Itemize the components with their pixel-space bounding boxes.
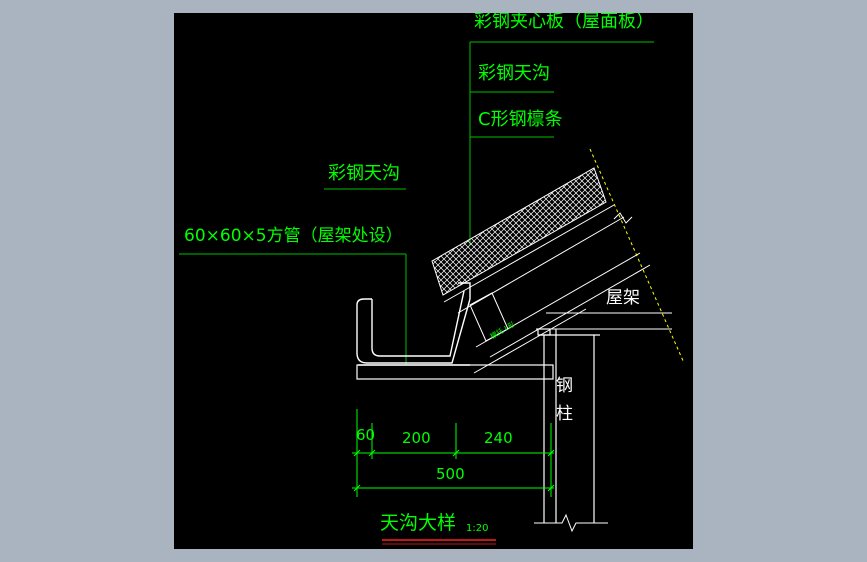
label-square-tube: 60×60×5方管（屋架处设） — [184, 226, 403, 246]
dim-240: 240 — [484, 429, 513, 447]
gutter-detail-drawing: 60 200 240 500 彩钢夹心板（屋面板） 彩钢天沟 C形钢檩条 彩钢天… — [179, 13, 685, 545]
label-gutter-left: 彩钢天沟 — [328, 163, 400, 184]
roof-sandwich-panel — [431, 167, 625, 314]
gutter-profile — [356, 282, 471, 366]
label-column-1: 钢 — [556, 376, 573, 396]
drawing-scale: 1:20 — [466, 523, 488, 534]
drawing-title: 天沟大样 — [380, 512, 456, 534]
steel-column — [537, 328, 600, 523]
break-symbol-column — [534, 513, 608, 533]
label-leader-lines — [179, 41, 654, 365]
roof-cut-line — [589, 148, 685, 364]
label-small-note: 檩托 L形 — [489, 319, 517, 340]
label-gutter-top: 彩钢天沟 — [478, 63, 550, 84]
label-sandwich-panel: 彩钢夹心板（屋面板） — [474, 13, 654, 32]
square-tube — [356, 364, 554, 380]
dim-60: 60 — [356, 426, 375, 444]
dimension-lines — [352, 409, 555, 497]
label-roof-truss: 屋架 — [606, 288, 640, 308]
dim-500: 500 — [436, 465, 465, 483]
purlin-and-truss — [469, 252, 672, 374]
label-c-purlin: C形钢檩条 — [478, 109, 563, 130]
drawing-viewport[interactable]: 60 200 240 500 彩钢夹心板（屋面板） 彩钢天沟 C形钢檩条 彩钢天… — [174, 13, 693, 549]
dim-200: 200 — [402, 429, 431, 447]
break-symbol-roof — [613, 212, 633, 224]
label-column-2: 柱 — [556, 404, 573, 424]
